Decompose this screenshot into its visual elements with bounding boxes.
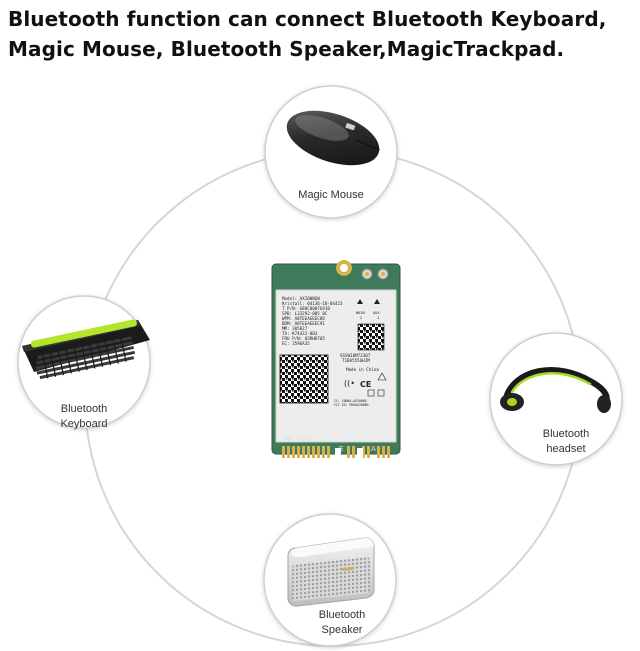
- ce-mark-icon: CE: [360, 380, 371, 389]
- antenna-connectors: [361, 268, 389, 280]
- speaker-label-line-2: Speaker: [321, 624, 363, 636]
- headset-bubble: [489, 332, 623, 466]
- antenna-label-2: 2: [360, 316, 362, 320]
- main-arrow-icon: [357, 299, 363, 304]
- speaker-label: Bluetooth Speaker: [292, 608, 392, 638]
- card-right-line-2: Made in China: [346, 367, 379, 372]
- headline-line-2: Magic Mouse, Bluetooth Speaker,MagicTrac…: [8, 37, 565, 61]
- card-edge-letter-e: E: [339, 445, 343, 453]
- speaker-icon: [287, 537, 375, 607]
- mouse-bubble: [264, 85, 398, 219]
- mouse-label-text: Magic Mouse: [298, 189, 364, 201]
- card-line-7: TA: K74432-003: [282, 331, 318, 336]
- large-qr-code: [279, 354, 329, 404]
- card-small-print-1: FCC ID: PD9AX200NG: [334, 403, 369, 407]
- speaker-bubble: [263, 513, 397, 647]
- speaker-label-line-1: Bluetooth: [318, 609, 366, 621]
- card-right-line-1: T1BA5556HJM: [342, 358, 370, 363]
- antenna-label-main: MAIN: [356, 311, 365, 315]
- card-line-2: T P/N: G86C0007U410: [282, 306, 330, 311]
- card-line-1: Kristall: 04136-18-04423: [282, 301, 343, 306]
- headset-label: Bluetooth headset: [516, 427, 616, 457]
- keyboard-label-line-1: Bluetooth: [60, 403, 108, 415]
- keyboard-bubble: [17, 295, 151, 429]
- mouse-icon: [286, 110, 381, 166]
- key-notch-e: [335, 448, 341, 458]
- card-edge-label: A10-15: [296, 434, 325, 443]
- small-qr-code: [357, 323, 385, 351]
- antenna-label-aux: AUX: [373, 311, 380, 315]
- compliance-marks: ((• CE: [344, 372, 387, 397]
- card-line-3: SPB: L33292-005 0C: [282, 311, 328, 316]
- card-edge-letter-a: A: [371, 445, 376, 453]
- headline-line-1: Bluetooth function can connect Bluetooth…: [8, 7, 607, 31]
- headset-icon: [500, 367, 611, 413]
- keyboard-label-line-2: Keyboard: [60, 418, 108, 430]
- bin-icon: [377, 389, 385, 397]
- key-notch-a: [357, 448, 363, 458]
- aux-arrow-icon: [374, 299, 380, 304]
- card-line-6: MM: 385827: [282, 326, 308, 331]
- mouse-label: Magic Mouse: [281, 188, 381, 203]
- wifi-card: Model: AX200NGW Kristall: 04136-18-04423…: [271, 260, 401, 458]
- pin1-arrow-icon: [284, 434, 291, 442]
- headset-label-line-2: headset: [546, 443, 586, 455]
- card-line-4: WPM: A8TEEAEEEC8D: [282, 316, 325, 321]
- headline: Bluetooth function can connect Bluetooth…: [8, 4, 636, 64]
- wifi-signal-icon: ((•: [344, 379, 355, 388]
- warning-triangle-icon: [377, 372, 387, 381]
- card-line-8: FRU P/N: 03RHK705: [282, 336, 325, 341]
- card-right-line-0: SSSW10M73307: [340, 353, 371, 358]
- card-line-0: Model: AX200NGW: [282, 296, 320, 301]
- card-line-5: BDM: A8TEEAEEEC91: [282, 321, 325, 326]
- headset-label-line-1: Bluetooth: [542, 428, 590, 440]
- keyboard-icon: [22, 319, 150, 380]
- card-line-9: EC: 3596A35: [282, 341, 310, 346]
- antenna-label-1: 1: [377, 316, 379, 320]
- keyboard-label: Bluetooth Keyboard: [34, 402, 134, 432]
- card-text-block: Model: AX200NGW Kristall: 04136-18-04423…: [282, 296, 343, 346]
- gold-fingers: [282, 446, 390, 458]
- card-small-print-0: IC: 1000A-AX200NG: [334, 399, 367, 403]
- recycle-icon: [367, 389, 375, 397]
